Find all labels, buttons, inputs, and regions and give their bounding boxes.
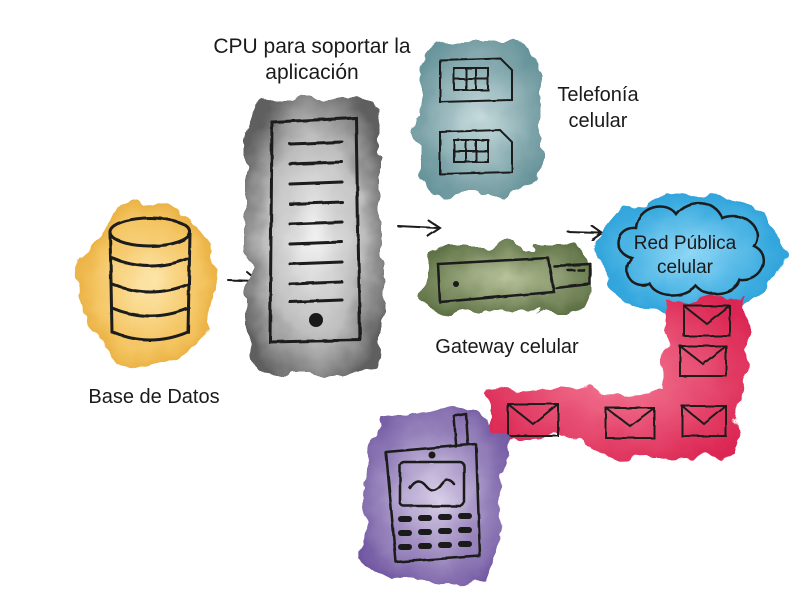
server-wash [248, 98, 380, 376]
phone-wash [360, 408, 510, 584]
red-publica-label-line2: celular [657, 257, 713, 278]
cloud-group [598, 194, 782, 314]
gateway-group [424, 246, 592, 312]
envelope-icon [507, 403, 559, 437]
database-label: Base de Datos [72, 384, 236, 410]
gateway-led [453, 281, 459, 287]
envelope-icon [681, 405, 727, 437]
telefonia-label-line2: celular [568, 110, 628, 132]
gateway-label-text: Gateway celular [435, 336, 579, 358]
sim-wash [418, 44, 540, 194]
cloud-icon [616, 201, 765, 297]
server-icon [268, 116, 362, 344]
arrow-icon [567, 225, 604, 241]
telefonia-label: Telefonía celular [538, 82, 658, 134]
telefonia-label-line1: Telefonía [557, 84, 639, 106]
phone-keypad [398, 513, 472, 550]
server-group [248, 98, 380, 376]
database-icon [108, 216, 192, 342]
server-power-dot [309, 313, 323, 327]
red-publica-label-line1: Red Pública [633, 233, 737, 254]
envelope-icon [679, 345, 727, 377]
cpu-label-line2: aplicación [265, 61, 359, 84]
phone-group [360, 408, 510, 584]
sim-group [418, 44, 540, 194]
sim-card-icon [439, 128, 513, 176]
envelope-icon [683, 305, 731, 337]
database-wash [80, 203, 216, 367]
cpu-label-line1: CPU para soportar la [213, 35, 411, 58]
database-group [80, 203, 216, 367]
mobile-phone-icon [384, 412, 482, 564]
red-publica-label: Red Pública celular [620, 232, 750, 280]
sim-card-icon [439, 56, 513, 104]
messages-group [488, 296, 750, 460]
phone-earpiece [428, 451, 436, 459]
arrow-icon [397, 219, 442, 237]
database-label-text: Base de Datos [88, 386, 220, 408]
usb-modem-icon [436, 256, 592, 304]
gateway-label: Gateway celular [418, 334, 596, 360]
cpu-label: CPU para soportar la aplicación [200, 34, 424, 86]
envelope-icon [605, 407, 655, 439]
